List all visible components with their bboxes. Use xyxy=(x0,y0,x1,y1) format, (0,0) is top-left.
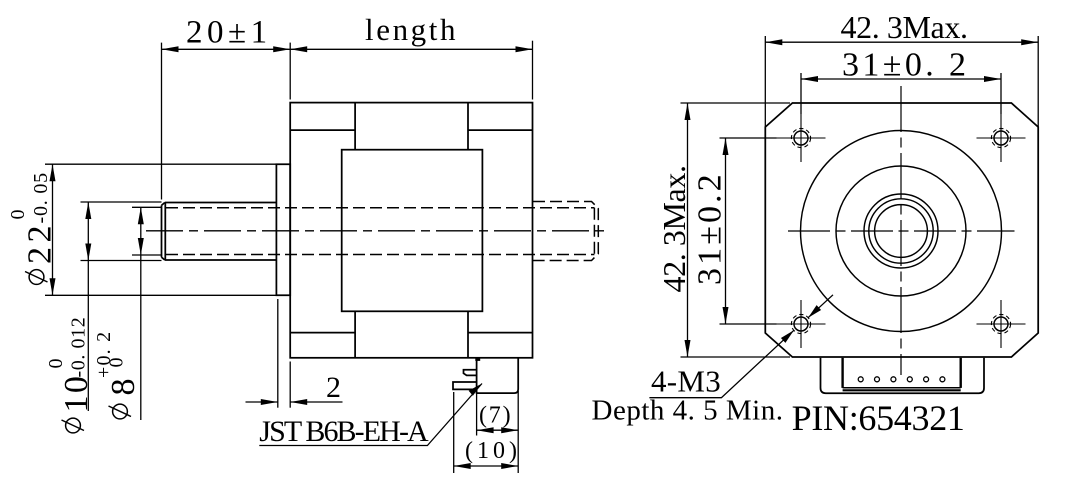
svg-text:PIN:654321: PIN:654321 xyxy=(792,398,965,438)
svg-text:20±1: 20±1 xyxy=(186,15,272,51)
svg-text:2: 2 xyxy=(326,371,341,404)
svg-text:(10): (10) xyxy=(465,438,521,464)
svg-text:42. 3Max.: 42. 3Max. xyxy=(656,165,692,292)
svg-text:42. 3Max.: 42. 3Max. xyxy=(841,9,968,45)
svg-text:(7): (7) xyxy=(479,403,512,429)
svg-text:JST B6B-EH-A: JST B6B-EH-A xyxy=(259,415,429,448)
svg-text:4-M3: 4-M3 xyxy=(651,364,721,399)
svg-text:-0. 05: -0. 05 xyxy=(30,172,52,223)
svg-text:0: 0 xyxy=(106,358,128,368)
svg-text:10: 10 xyxy=(58,374,95,413)
svg-text:31±0.2: 31±0.2 xyxy=(692,171,729,285)
svg-text:8: 8 xyxy=(105,379,142,396)
svg-text:31±0. 2: 31±0. 2 xyxy=(842,47,969,84)
svg-text:0: 0 xyxy=(45,359,67,369)
svg-text:-0. 012: -0. 012 xyxy=(68,317,90,378)
svg-text:0: 0 xyxy=(7,210,29,220)
svg-text:22: 22 xyxy=(22,221,59,264)
svg-text:length: length xyxy=(365,12,458,47)
svg-text:+0. 2: +0. 2 xyxy=(93,331,115,378)
svg-text:Depth 4. 5 Min.: Depth 4. 5 Min. xyxy=(592,395,784,427)
